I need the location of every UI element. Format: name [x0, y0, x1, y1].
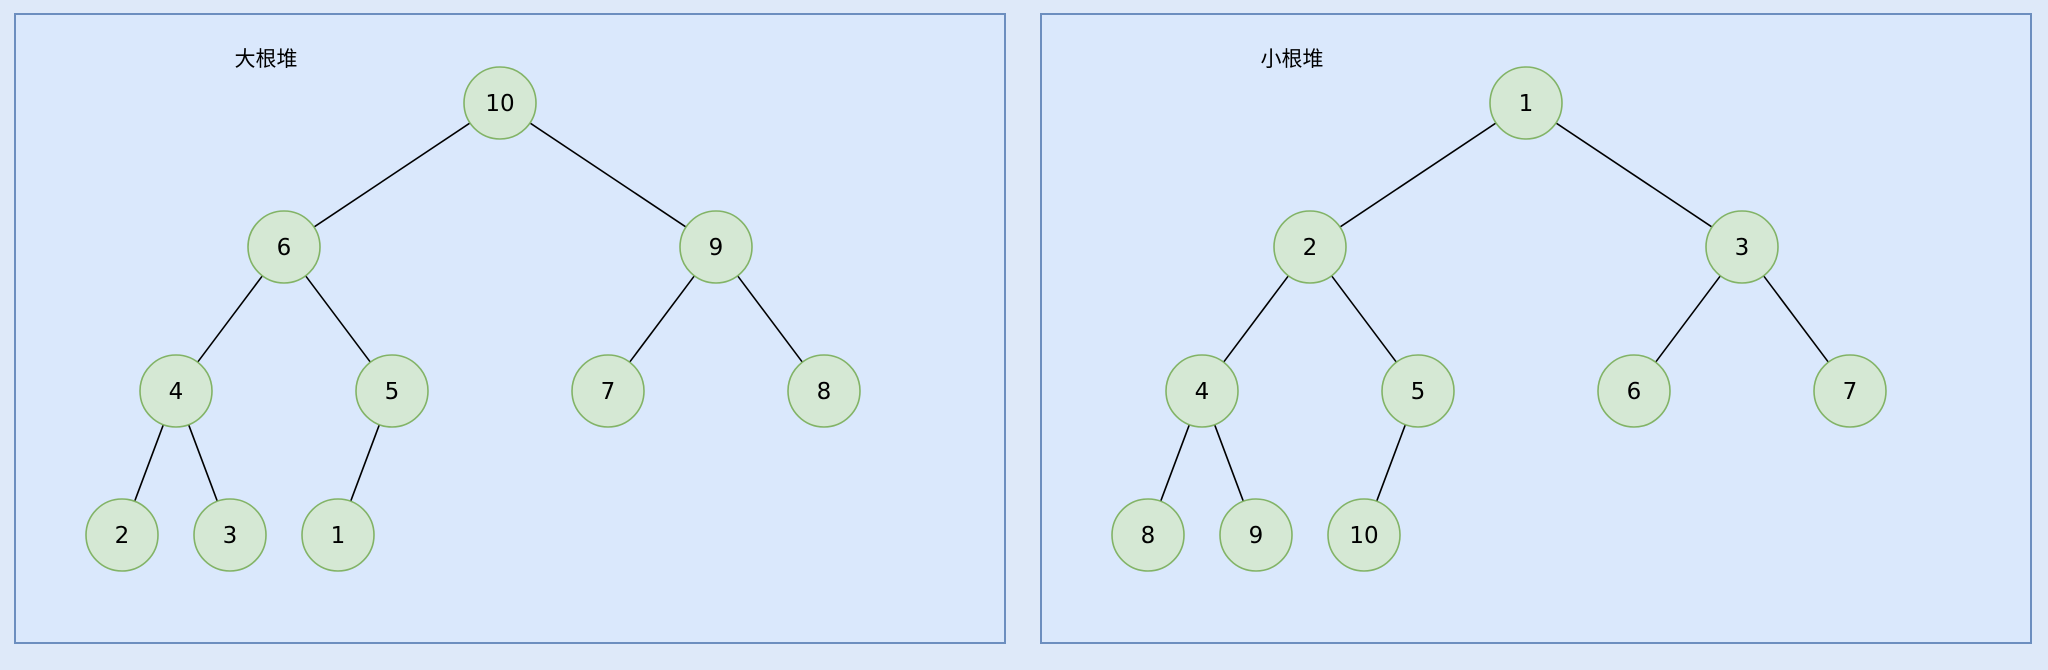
min-heap-title: 小根堆: [1261, 47, 1324, 71]
node-value: 8: [817, 379, 832, 405]
min-heap-panel: 小根堆 1 2 3 4 5 6 7 8 9 10: [1040, 13, 2032, 644]
tree-edge: [349, 424, 381, 502]
node-value: 3: [1735, 235, 1750, 261]
node-circle: [193, 498, 267, 572]
node-value: 5: [385, 379, 400, 405]
tree-node: 2: [1273, 210, 1347, 284]
tree-node: 5: [355, 354, 429, 428]
tree-edge: [1213, 424, 1245, 502]
tree-edge: [1330, 275, 1398, 363]
node-circle: [1597, 354, 1671, 428]
node-circle: [247, 210, 321, 284]
node-circle: [787, 354, 861, 428]
node-value: 10: [1349, 523, 1378, 549]
tree-node: 9: [679, 210, 753, 284]
node-value: 5: [1411, 379, 1426, 405]
node-circle: [1327, 498, 1401, 572]
node-value: 6: [277, 235, 292, 261]
node-circle: [1273, 210, 1347, 284]
tree-edge: [736, 275, 804, 363]
tree-edge: [1555, 122, 1713, 228]
tree-edge: [133, 424, 165, 502]
min-heap-edges: [1159, 122, 1830, 502]
tree-node: 8: [787, 354, 861, 428]
tree-node: 1: [301, 498, 375, 572]
node-value: 1: [1519, 91, 1534, 117]
node-circle: [571, 354, 645, 428]
tree-edge: [196, 275, 264, 363]
tree-node: 10: [463, 66, 537, 140]
tree-edge: [1222, 275, 1290, 363]
tree-node: 8: [1111, 498, 1185, 572]
max-heap-title: 大根堆: [235, 47, 298, 71]
tree-edge: [187, 424, 219, 502]
tree-node: 6: [1597, 354, 1671, 428]
node-value: 6: [1627, 379, 1642, 405]
node-circle: [1489, 66, 1563, 140]
tree-edge: [628, 275, 696, 363]
tree-node: 5: [1381, 354, 1455, 428]
node-circle: [1705, 210, 1779, 284]
node-value: 1: [331, 523, 346, 549]
tree-node: 10: [1327, 498, 1401, 572]
node-circle: [301, 498, 375, 572]
node-circle: [463, 66, 537, 140]
tree-node: 1: [1489, 66, 1563, 140]
node-value: 10: [485, 91, 514, 117]
node-value: 3: [223, 523, 238, 549]
node-circle: [139, 354, 213, 428]
node-circle: [1111, 498, 1185, 572]
tree-node: 9: [1219, 498, 1293, 572]
node-value: 9: [709, 235, 724, 261]
min-heap-nodes: 1 2 3 4 5 6 7 8 9 10: [1111, 66, 1887, 572]
max-heap-panel: 大根堆 10 6 9 4 5 7 8 2 3 1: [14, 13, 1006, 644]
max-heap-nodes: 10 6 9 4 5 7 8 2 3 1: [85, 66, 861, 572]
tree-node: 4: [139, 354, 213, 428]
node-circle: [85, 498, 159, 572]
node-value: 8: [1141, 523, 1156, 549]
tree-node: 3: [193, 498, 267, 572]
tree-node: 7: [1813, 354, 1887, 428]
node-circle: [1165, 354, 1239, 428]
tree-node: 2: [85, 498, 159, 572]
tree-edge: [1159, 424, 1191, 502]
tree-edge: [1375, 424, 1407, 502]
node-value: 4: [1195, 379, 1210, 405]
max-heap-edges: [133, 122, 804, 502]
node-value: 2: [115, 523, 130, 549]
tree-node: 6: [247, 210, 321, 284]
tree-edge: [313, 122, 471, 228]
tree-edge: [529, 122, 687, 228]
tree-edge: [304, 275, 372, 363]
node-value: 7: [601, 379, 616, 405]
node-value: 4: [169, 379, 184, 405]
tree-edge: [1762, 275, 1830, 363]
node-value: 9: [1249, 523, 1264, 549]
tree-edge: [1654, 275, 1722, 363]
node-value: 7: [1843, 379, 1858, 405]
tree-node: 3: [1705, 210, 1779, 284]
node-circle: [1813, 354, 1887, 428]
tree-node: 4: [1165, 354, 1239, 428]
tree-node: 7: [571, 354, 645, 428]
node-circle: [679, 210, 753, 284]
node-circle: [1381, 354, 1455, 428]
node-value: 2: [1303, 235, 1318, 261]
node-circle: [1219, 498, 1293, 572]
tree-edge: [1339, 122, 1497, 228]
node-circle: [355, 354, 429, 428]
